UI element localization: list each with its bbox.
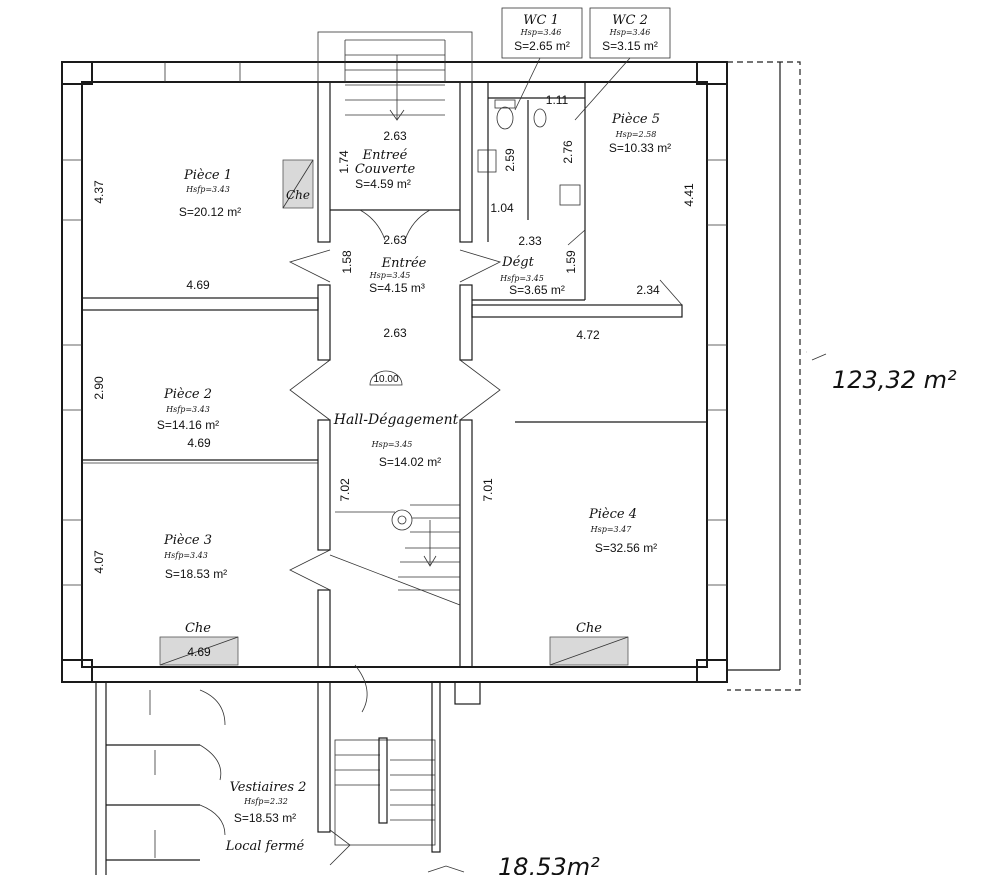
degt-height: Hsfp=3.45 (499, 274, 544, 283)
dim-263-top: 2.63 (383, 129, 407, 143)
entree-name: Entrée (381, 256, 427, 271)
hall-area: S=14.02 m² (379, 455, 441, 469)
wc1-area: S=2.65 m² (514, 39, 570, 53)
piece4-che-label: Che (576, 621, 602, 636)
entree-couverte-area: S=4.59 m² (355, 177, 411, 191)
fireplaces (159, 159, 629, 666)
dim-441: 4.41 (682, 183, 696, 207)
dim-233: 2.33 (518, 234, 542, 248)
piece1-area: S=20.12 m² (179, 205, 241, 219)
entree-height: Hsp=3.45 (369, 271, 411, 280)
hall-height: Hsp=3.45 (371, 440, 413, 449)
dim-159: 1.59 (564, 250, 578, 274)
piece2-name: Pièce 2 (163, 387, 212, 402)
lower-area-annotation: 18,53m² (498, 853, 600, 875)
dim-104: 1.04 (490, 201, 514, 215)
dim-407: 4.07 (92, 550, 106, 574)
internal-staircase (329, 504, 461, 606)
dim-702: 7.02 (338, 478, 352, 502)
dim-469-b: 4.69 (187, 436, 211, 450)
hall-name: Hall-Dégagement (333, 412, 459, 428)
dim-263-entree: 2.63 (383, 233, 407, 247)
terrace-outline (727, 61, 801, 691)
dim-472: 4.72 (576, 328, 600, 342)
entree-area: S=4.15 m³ (369, 281, 425, 295)
vestiaires2-height: Hsfp=2.32 (243, 797, 288, 806)
degt-name: Dégt (501, 255, 534, 270)
piece1-che-label: Che (286, 188, 310, 202)
piece5-name: Pièce 5 (611, 112, 660, 127)
piece5-area: S=10.33 m² (609, 141, 671, 155)
local-ferme-name: Local fermé (225, 839, 305, 854)
wc-callouts (501, 7, 671, 121)
piece1-height: Hsfp=3.43 (185, 185, 230, 194)
piece4-area: S=32.56 m² (595, 541, 657, 555)
dim-290: 2.90 (92, 376, 106, 400)
total-area-annotation: 123,32 m² (832, 366, 957, 394)
piece4-height: Hsp=3.47 (590, 525, 633, 534)
wc2-area: S=3.15 m² (602, 39, 658, 53)
dim-158: 1.58 (340, 250, 354, 274)
piece3-name: Pièce 3 (163, 533, 212, 548)
entree-couverte-name-1: Entreé (362, 148, 408, 163)
piece2-area: S=14.16 m² (157, 418, 219, 432)
sanitary-fixtures (477, 99, 581, 206)
piece2-height: Hsfp=3.43 (165, 405, 210, 414)
wc2-name: WC 2 (612, 13, 648, 28)
wc1-height: Hsp=3.46 (520, 28, 562, 37)
dim-234: 2.34 (636, 283, 660, 297)
vestiaires2-name: Vestiaires 2 (230, 780, 307, 795)
dim-174: 1.74 (337, 150, 351, 174)
dim-701: 7.01 (481, 478, 495, 502)
dim-469-a: 4.69 (186, 278, 210, 292)
dim-469-c: 4.69 (187, 645, 211, 659)
piece5-height: Hsp=2.58 (615, 130, 657, 139)
dim-437: 4.37 (92, 180, 106, 204)
piece4-name: Pièce 4 (588, 507, 637, 522)
handwritten-lower: 18,53m² (427, 853, 600, 875)
dim-263-hall: 2.63 (383, 326, 407, 340)
vestiaires2-area: S=18.53 m² (234, 811, 296, 825)
lower-annex (95, 681, 481, 875)
dim-111: 1.11 (546, 93, 569, 107)
entree-couverte-name-2: Couverte (355, 162, 416, 177)
wc1-name: WC 1 (523, 13, 559, 28)
entry-steps (317, 31, 473, 121)
level-marker-value: 10.00 (373, 374, 398, 385)
dim-259: 2.59 (503, 148, 517, 172)
windows (62, 62, 727, 586)
level-marker (369, 370, 403, 386)
piece3-area: S=18.53 m² (165, 567, 227, 581)
piece3-che-label: Che (185, 621, 211, 636)
piece3-height: Hsfp=3.43 (163, 551, 208, 560)
handwritten-total: 123,32 m² (811, 353, 957, 394)
piece1-name: Pièce 1 (183, 168, 232, 183)
doors (288, 209, 683, 713)
wc2-height: Hsp=3.46 (609, 28, 651, 37)
degt-area: S=3.65 m² (509, 283, 565, 297)
dim-276: 2.76 (561, 140, 575, 164)
